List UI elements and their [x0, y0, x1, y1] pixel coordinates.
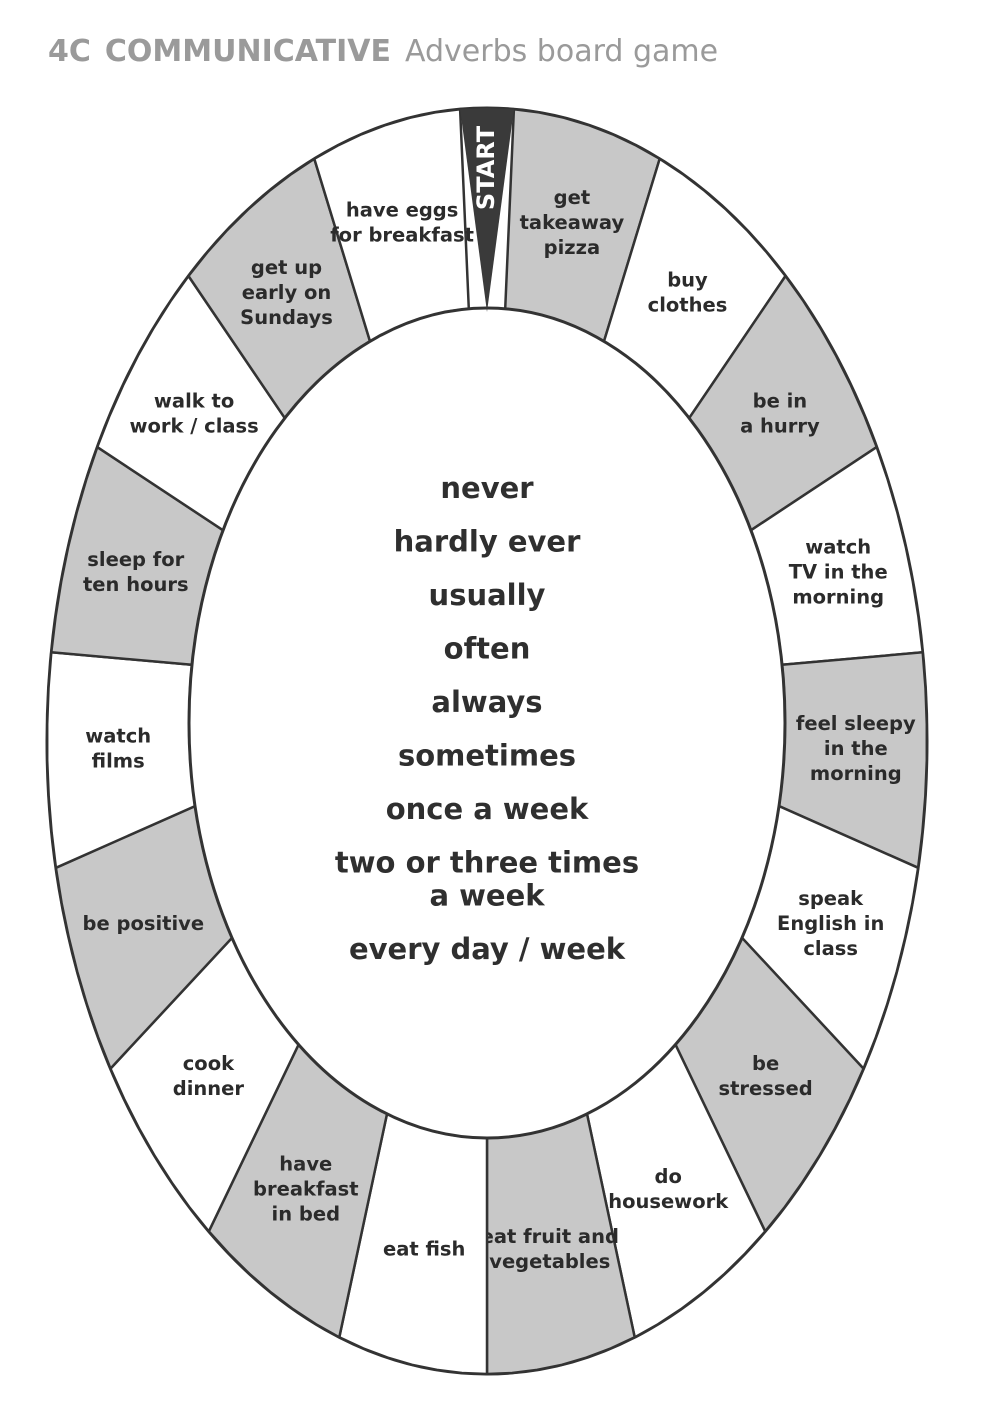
page-title: Adverbs board game [405, 34, 719, 69]
board-square-label: speak [798, 887, 864, 910]
board-square-label: cook [183, 1052, 235, 1075]
board-square-label: in the [824, 737, 888, 760]
board-square-label: ten hours [83, 573, 189, 596]
board-square-label: dinner [173, 1077, 245, 1100]
board-square-label: sleep for [87, 548, 184, 571]
board-square-label: be in [753, 390, 808, 413]
adverb-item: a week [429, 879, 545, 913]
board-inner-ring [187, 306, 787, 1140]
board-square-label: in bed [272, 1202, 341, 1225]
adverb-item: sometimes [398, 739, 576, 773]
board-square-label: early on [242, 281, 331, 304]
adverb-item: once a week [386, 792, 589, 826]
board-square-label: English in [777, 912, 884, 935]
board-square-label: class [803, 937, 858, 960]
section-title: COMMUNICATIVE [104, 34, 391, 69]
adverb-item: always [431, 685, 542, 719]
board-square-label: films [92, 750, 145, 773]
board-square-label: have [279, 1152, 332, 1175]
board-square-label: buy [667, 269, 708, 292]
board-square-label: morning [792, 585, 884, 608]
board-square-label: for breakfast [330, 224, 474, 247]
board-square-label: be positive [83, 912, 205, 935]
board-square-label: eat fish [383, 1237, 465, 1260]
start-marker [460, 108, 514, 312]
board-square-label: clothes [648, 294, 728, 317]
adverb-item: hardly ever [394, 525, 581, 559]
board-square-label: have eggs [346, 199, 459, 222]
board-square-label: Sundays [240, 306, 333, 329]
board-square-label: stressed [719, 1077, 813, 1100]
board-square-label: walk to [154, 390, 234, 413]
adverb-item: usually [429, 578, 546, 612]
adverb-list: never hardly ever usually often always someti… [335, 471, 639, 966]
board-square-label: eat fruit and [481, 1225, 619, 1248]
board-square-label: be [752, 1052, 779, 1075]
board-square-label: morning [810, 762, 902, 785]
start-label: START [472, 125, 500, 210]
adverb-item: never [440, 471, 534, 505]
adverb-item: two or three times [335, 846, 639, 880]
adverb-item: every day / week [349, 932, 626, 966]
board-square-label: get [554, 186, 591, 209]
unit-code: 4C [48, 34, 91, 69]
board-square-label: do [655, 1165, 682, 1188]
board-square-label: feel sleepy [796, 712, 916, 735]
board-square-label: watch [805, 535, 871, 558]
board-square-label: housework [608, 1190, 729, 1213]
board-square-label: watch [85, 725, 151, 748]
board-square-label: breakfast [253, 1177, 359, 1200]
adverb-item: often [444, 632, 531, 666]
board-square-label: pizza [544, 236, 601, 259]
page-header: 4C COMMUNICATIVE Adverbs board game [48, 34, 718, 78]
board-square-label: TV in the [789, 560, 888, 583]
board-square-label: vegetables [489, 1250, 610, 1273]
board-square-label: work / class [129, 415, 258, 438]
board-square-label: takeaway [520, 211, 625, 234]
board-square-label: get up [251, 256, 322, 279]
board-square-label: a hurry [740, 415, 820, 438]
